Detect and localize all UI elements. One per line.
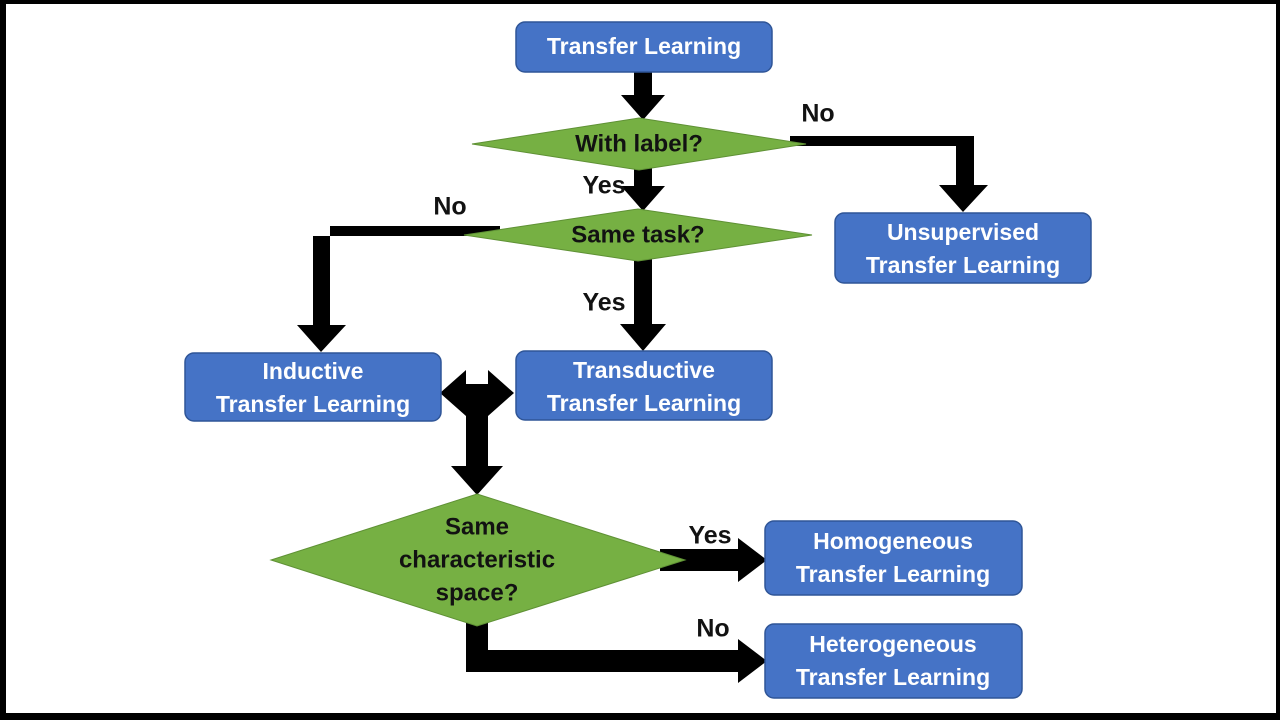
edge-label-same-space-no: No: [696, 615, 729, 643]
node-unsupervised-transfer-learning[interactable]: Unsupervised Transfer Learning: [834, 212, 1092, 284]
inductive-label-line1: Inductive: [263, 358, 364, 384]
node-inductive-transfer-learning[interactable]: Inductive Transfer Learning: [184, 352, 442, 422]
inductive-label-line2: Transfer Learning: [216, 391, 410, 417]
node-same-space-decision[interactable]: Same characteristic space?: [269, 493, 687, 627]
edge-label-same-task-yes: Yes: [582, 289, 625, 317]
same-space-text-line2: characteristic: [399, 546, 555, 573]
arrow-same-task-yes: [620, 256, 666, 351]
unsupervised-label-line2: Transfer Learning: [866, 252, 1060, 278]
edge-label-layer: No Yes No Yes Yes No: [433, 100, 834, 643]
edge-label-same-task-no: No: [433, 193, 466, 221]
node-same-task-decision[interactable]: Same task?: [463, 208, 813, 262]
unsupervised-box[interactable]: [834, 212, 1092, 284]
node-homogeneous-transfer-learning[interactable]: Homogeneous Transfer Learning: [764, 520, 1023, 596]
transfer-learning-label: Transfer Learning: [547, 33, 741, 59]
arrow-root-to-with-label: [621, 72, 665, 120]
same-space-diamond[interactable]: [269, 493, 687, 627]
node-transfer-learning[interactable]: Transfer Learning: [515, 21, 773, 73]
node-heterogeneous-transfer-learning[interactable]: Heterogeneous Transfer Learning: [764, 623, 1023, 699]
same-task-text: Same task?: [571, 221, 704, 248]
inductive-box[interactable]: [184, 352, 442, 422]
edge-label-with-label-no: No: [801, 100, 834, 128]
connector-layer: [297, 72, 988, 683]
arrow-with-label-yes: [621, 166, 665, 211]
unsupervised-label-line1: Unsupervised: [887, 219, 1039, 245]
arrow-same-task-no: [297, 226, 500, 352]
arrow-with-label-no: [790, 136, 988, 212]
transductive-label-line2: Transfer Learning: [547, 390, 741, 416]
same-task-diamond[interactable]: [463, 208, 813, 262]
edge-label-same-space-yes: Yes: [688, 522, 731, 550]
heterogeneous-box[interactable]: [764, 623, 1023, 699]
transductive-box[interactable]: [515, 350, 773, 421]
transductive-label-line1: Transductive: [573, 357, 715, 383]
node-transductive-transfer-learning[interactable]: Transductive Transfer Learning: [515, 350, 773, 421]
arrow-same-space-no: [466, 614, 767, 683]
same-space-text-line1: Same: [445, 513, 509, 540]
node-with-label-decision[interactable]: With label?: [471, 117, 807, 171]
homogeneous-label-line2: Transfer Learning: [796, 561, 990, 587]
same-space-text-line3: space?: [436, 579, 519, 606]
arrow-to-same-space: [451, 384, 503, 495]
arrow-same-space-yes: [660, 538, 767, 582]
with-label-diamond[interactable]: [471, 117, 807, 171]
transfer-learning-box[interactable]: [515, 21, 773, 73]
homogeneous-label-line1: Homogeneous: [813, 528, 973, 554]
edge-label-with-label-yes: Yes: [582, 172, 625, 200]
heterogeneous-label-line1: Heterogeneous: [809, 631, 976, 657]
with-label-text: With label?: [575, 130, 703, 157]
heterogeneous-label-line2: Transfer Learning: [796, 664, 990, 690]
homogeneous-box[interactable]: [764, 520, 1023, 596]
